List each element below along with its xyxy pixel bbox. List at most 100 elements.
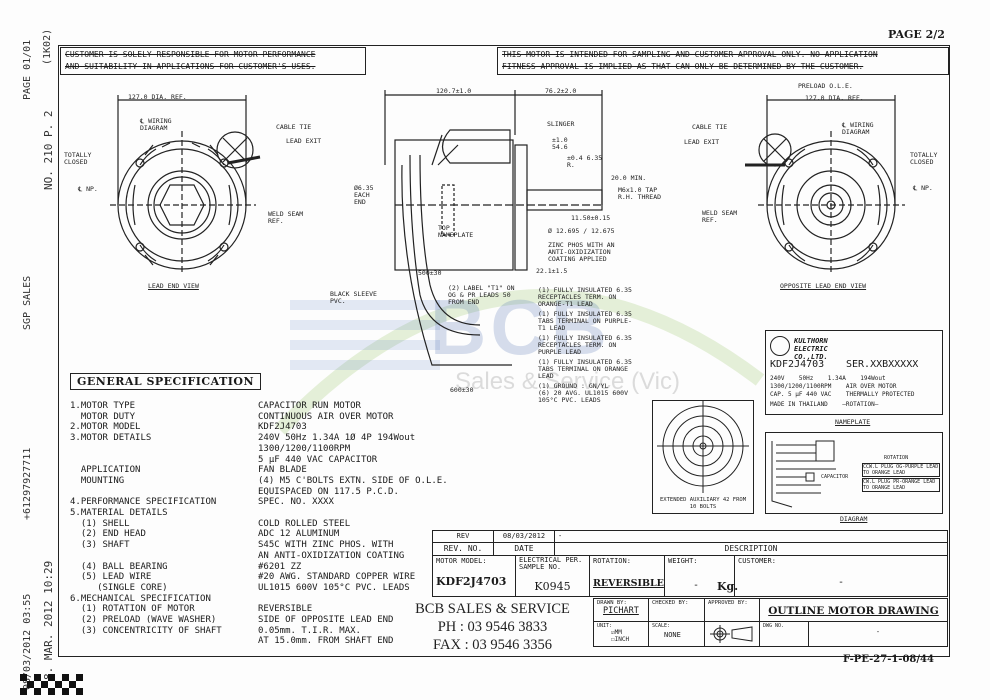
- zinc-note: ZINC PHOS WITH AN ANTI-OXIDIZATION COATI…: [548, 241, 615, 263]
- lead-note: (1) FULLY INSULATED 6.35 RECEPTACLES TER…: [538, 334, 632, 356]
- dim-635: ±0.4 6.35 R.: [567, 154, 603, 169]
- lead-note: (6) 20 AVG. UL1015 600V 105°C PVC. LEADS: [538, 389, 629, 404]
- spec-row: (4) BALL BEARING#6201 ZZ: [70, 562, 448, 573]
- date-header: DATE: [493, 542, 555, 556]
- nameplate: KULTHORN ELECTRIC CO.,LTD. KDF2J4703 SER…: [765, 330, 943, 415]
- spec-row: APPLICATION FAN BLADE: [70, 465, 448, 476]
- spec-value: KDF2J4703: [258, 422, 307, 433]
- nameplate-line: 1300/1200/1100RPM AIR OVER MOTOR: [770, 383, 897, 390]
- rotation-cell: ROTATION: REVERSIBLE: [589, 555, 665, 597]
- lead-end-view-drawing: [110, 95, 261, 275]
- spec-row: AN ANTI-OXIDIZATION COATING: [70, 551, 448, 562]
- lead-end-cable-tie: CABLE TIE: [276, 123, 312, 131]
- rotation-cell-label: ROTATION:: [593, 557, 631, 565]
- spec-label: (4) BALL BEARING: [70, 561, 168, 572]
- lead-note: (1) FULLY INSULATED 6.35 TABS TERMINAL O…: [538, 310, 632, 332]
- dim-1150: 11.50±0.15: [571, 214, 611, 222]
- customer-value: -: [837, 577, 845, 588]
- dim-76: 76.2±2.0: [545, 87, 577, 95]
- spec-label: APPLICATION: [70, 465, 141, 476]
- spec-value: FAN BLADE: [258, 465, 307, 476]
- spec-row: (5) LEAD WIRE#20 AWG. STANDARD COPPER WI…: [70, 572, 448, 583]
- wiring-diagram: CAPACITOR ROTATION CCW.L PLUG OG-PURPLE …: [765, 432, 943, 514]
- motor-model-value: KDF2J4703: [436, 575, 507, 588]
- dealer-name: BCB SALES & SERVICE: [415, 601, 570, 617]
- lead-note: (1) FULLY INSULATED 6.35 RECEPTACLES TER…: [538, 286, 632, 308]
- notice-right: THIS MOTOR IS INTENDED FOR SAMPLING AND …: [497, 47, 949, 75]
- spec-label: 4.PERFORMANCE SPECIFICATION: [70, 497, 217, 508]
- spec-label: [70, 487, 258, 498]
- dealer-stamp: BCB SALES & SERVICE PH : 03 9546 3833 FA…: [405, 600, 580, 654]
- third-angle-projection-icon: [710, 625, 753, 643]
- spec-row: EQUISPACED ON 117.5 P.C.D.: [70, 487, 448, 498]
- drawn-by-value: PICHART: [603, 606, 639, 616]
- weight-label: WEIGHT:: [668, 557, 698, 565]
- spec-label: 1.MOTOR TYPE: [70, 401, 136, 411]
- dim-shaft: Ø 12.695 / 12.675: [548, 227, 615, 235]
- opposite-end-view-drawing: [745, 95, 905, 275]
- opposite-view-title: OPPOSITE LEAD END VIEW: [780, 282, 867, 290]
- customer-label: CUSTOMER:: [738, 557, 776, 565]
- dwg-no-value: -: [808, 621, 948, 647]
- opposite-np: ℄ NP.: [913, 184, 933, 192]
- diagram-caption: DIAGRAM: [840, 515, 868, 523]
- drawing-title-cell: OUTLINE MOTOR DRAWING: [759, 598, 948, 622]
- nameplate-line: MADE IN THAILAND —ROTATION—: [770, 401, 879, 408]
- nameplate-serial: SER.XXBXXXXX: [846, 359, 919, 370]
- spec-value: AT 15.0mm. FROM SHAFT END: [258, 636, 394, 647]
- spec-label: (3) SHAFT: [70, 540, 130, 551]
- extended-view-caption: EXTENDED AUXILIARY 42 FROM 10 BOLTS: [659, 497, 747, 510]
- spec-row: 5.MATERIAL DETAILS: [70, 508, 448, 519]
- spec-label: (2) END HEAD: [70, 529, 146, 540]
- drawn-by-label: DRAWN BY:: [597, 600, 627, 606]
- nameplate-caption: NAMEPLATE: [835, 418, 871, 426]
- watermark-tagline: Sales & Service (Vic): [455, 368, 680, 395]
- spec-value: UL1015 600V 105°C PVC. LEADS: [258, 582, 410, 593]
- nameplate-model: KDF2J4703: [770, 359, 825, 370]
- fax-stamp: (1K02): [42, 28, 53, 65]
- opposite-dia: 127.0 DIA. REF.: [805, 94, 864, 102]
- notice-left: CUSTOMER IS SOLELY RESPONSIBLE FOR MOTOR…: [60, 47, 366, 75]
- spec-value: #20 AWG. STANDARD COPPER WIRE: [258, 572, 416, 583]
- spec-label: [70, 636, 258, 647]
- weight-cell: WEIGHT: - Kg.: [664, 555, 738, 597]
- spec-value: (4) M5 C'BOLTS EXTN. SIDE OF O.L.E.: [258, 475, 448, 486]
- dim-20: 20.0 MIN.: [611, 174, 647, 182]
- spec-label: 3.MOTOR DETAILS: [70, 433, 152, 444]
- spec-label: [70, 455, 258, 466]
- scale-value: NONE: [664, 631, 681, 639]
- unit-cell: UNIT: ☑MM ☐INCH: [593, 621, 649, 647]
- notice-right-line: THIS MOTOR IS INTENDED FOR SAMPLING AND …: [502, 50, 878, 59]
- spec-row: 2.MOTOR MODEL KDF2J4703: [70, 422, 448, 433]
- label-t1-note: (2) LABEL "T1" ON OG & PR LEADS 50 FROM …: [448, 284, 515, 306]
- rotation-value: REVERSIBLE: [593, 578, 664, 589]
- rotation-label: ROTATION: [884, 455, 909, 461]
- kulthorn-logo-icon: [770, 336, 790, 356]
- rotation-ccw: CCW.L PLUG OG-PURPLE LEAD TO ORANGE LEAD: [862, 463, 940, 477]
- spec-label: MOUNTING: [70, 475, 125, 486]
- dim-120: 120.7±1.0: [436, 87, 472, 95]
- spec-value: CAPACITOR RUN MOTOR: [258, 401, 361, 411]
- customer-cell: CUSTOMER: -: [734, 555, 948, 597]
- dim-22: 22.1±1.5: [536, 267, 568, 275]
- spec-label: 2.MOTOR MODEL: [70, 422, 141, 433]
- dim-54: ±1.0 54.6: [552, 136, 568, 151]
- checker-mark: [20, 674, 83, 695]
- spec-row: 1.MOTOR TYPE CAPACITOR RUN MOTOR: [70, 401, 448, 412]
- spec-label: [70, 551, 258, 562]
- unit-mm: ☑MM: [611, 629, 622, 636]
- spec-value: REVERSIBLE: [258, 604, 313, 615]
- fax-page: PAGE 01/01: [22, 39, 33, 100]
- spec-label: MOTOR DUTY: [70, 411, 136, 422]
- watermark-logo-graphic: [274, 289, 765, 435]
- dealer-phone: PH : 03 9546 3833: [437, 619, 548, 635]
- spec-row: 1300/1200/1100RPM: [70, 444, 448, 455]
- notice-left-line: CUSTOMER IS SOLELY RESPONSIBLE FOR MOTOR…: [65, 50, 316, 59]
- capacitor-label: CAPACITOR: [821, 474, 849, 480]
- lead-end-wiring: ℄ WIRING DIAGRAM: [140, 117, 172, 132]
- dealer-fax: FAX : 03 9546 3356: [433, 637, 552, 653]
- fax-number: NO. 210 P. 2: [42, 110, 55, 190]
- fax-sender: SGP SALES: [22, 275, 33, 330]
